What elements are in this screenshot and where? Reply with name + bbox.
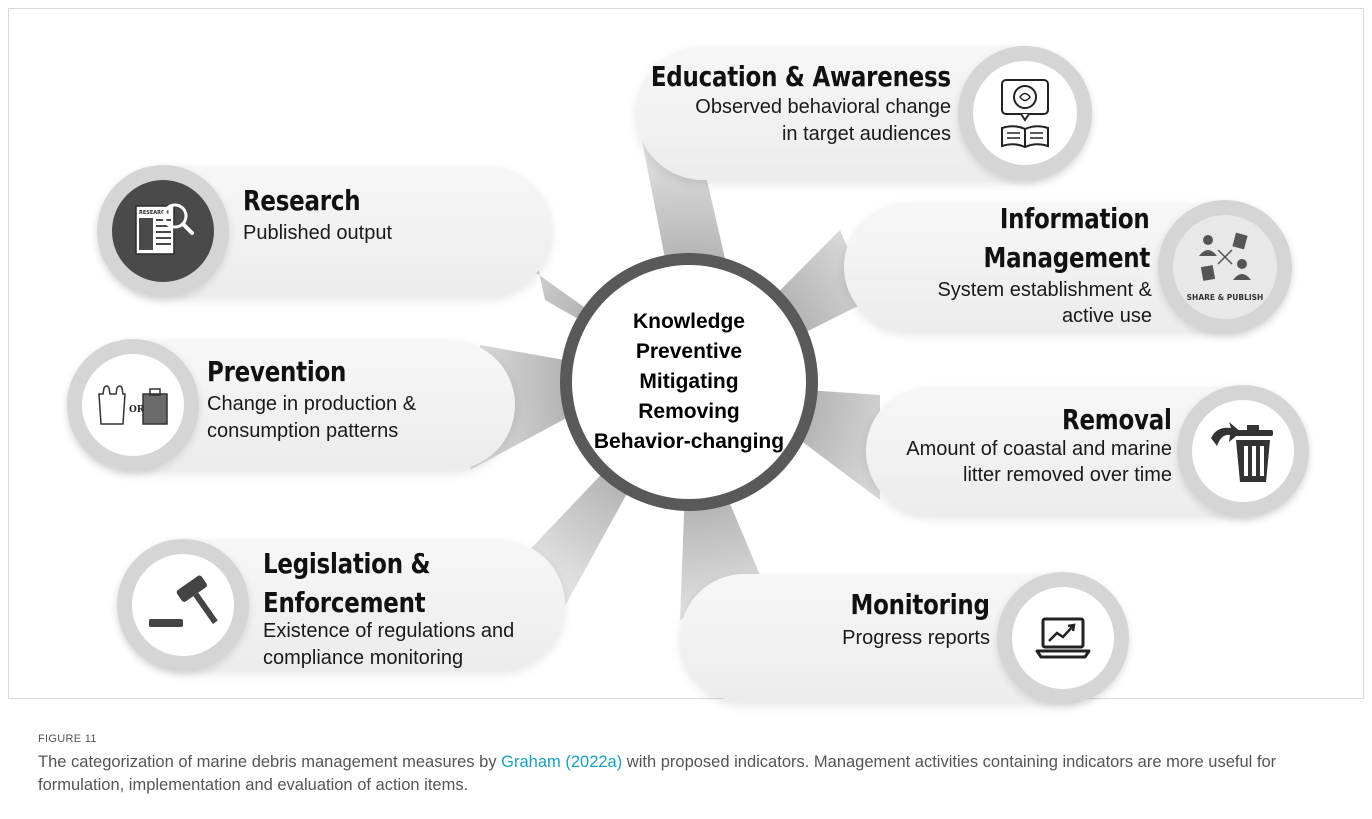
monitoring-title: Monitoring (850, 588, 990, 621)
caption-text-after: with proposed indicators. Management act… (38, 753, 1277, 794)
hub-line-knowledge: Knowledge (632, 310, 745, 333)
information-title-line1: Information (1000, 202, 1150, 235)
figure-caption: The categorization of marine debris mana… (38, 751, 1338, 797)
caption-text-before: The categorization of marine debris mana… (38, 753, 502, 771)
prevention-desc-line2: consumption patterns (207, 420, 399, 442)
laptop-chart-icon (1035, 617, 1091, 659)
research-magnifier-icon: RESEARCH (135, 203, 194, 255)
removal-desc-line1: Amount of coastal and marine (906, 438, 1172, 460)
prevention-icon-disc: OR (67, 339, 199, 471)
share-publish-label: SHARE & PUBLISH (1187, 293, 1264, 302)
research-icon-word: RESEARCH (139, 210, 169, 216)
information-desc-line1: System establishment & (937, 279, 1152, 301)
education-desc-line2: in target audiences (781, 123, 951, 145)
information-icon-disc: SHARE & PUBLISH (1158, 200, 1292, 334)
hub-line-preventive: Preventive (635, 340, 743, 363)
education-icon-disc (958, 46, 1092, 180)
legislation-desc-line2: compliance monitoring (263, 647, 464, 669)
legislation-title-line2: Enforcement (263, 586, 426, 619)
prevention-desc-line1: Change in production & (207, 393, 417, 415)
trash-bin-icon (1210, 421, 1273, 482)
research-title: Research (243, 184, 361, 217)
gavel-icon (148, 575, 218, 627)
hub-line-mitigating: Mitigating (639, 370, 739, 393)
legislation-desc-line1: Existence of regulations and (263, 620, 515, 642)
legislation-icon-disc (117, 539, 249, 671)
removal-desc-line2: litter removed over time (963, 464, 1172, 486)
prevention-icon-or: OR (129, 405, 145, 415)
ray-removal (689, 382, 880, 500)
hub-line-behavior-changing: Behavior-changing (593, 430, 785, 453)
research-icon-disc: RESEARCH (97, 165, 229, 297)
central-hub-face: Knowledge Preventive Mitigating Removing… (572, 265, 806, 499)
bag-or-box-icon: OR (98, 385, 168, 425)
monitoring-desc: Progress reports (842, 627, 990, 649)
legislation-title-line1: Legislation & (263, 547, 431, 580)
removal-title: Removal (1062, 403, 1172, 436)
research-desc: Published output (243, 222, 393, 244)
caption-citation-link[interactable]: Graham (2022a) (501, 753, 623, 771)
share-publish-icon: SHARE & PUBLISH (1187, 232, 1264, 302)
figure-label: FIGURE 11 (38, 733, 97, 745)
education-desc-line1: Observed behavioral change (695, 96, 951, 118)
information-title-line2: Management (983, 241, 1150, 274)
hub-line-removing: Removing (638, 400, 740, 423)
information-desc-line2: active use (1061, 305, 1152, 327)
education-title: Education & Awareness (650, 60, 951, 93)
monitoring-icon-disc (997, 572, 1129, 704)
book-speech-bubble-icon (1000, 78, 1049, 149)
removal-icon-disc (1177, 385, 1309, 517)
central-hub: Knowledge Preventive Mitigating Removing… (560, 253, 818, 511)
prevention-title: Prevention (207, 355, 347, 388)
